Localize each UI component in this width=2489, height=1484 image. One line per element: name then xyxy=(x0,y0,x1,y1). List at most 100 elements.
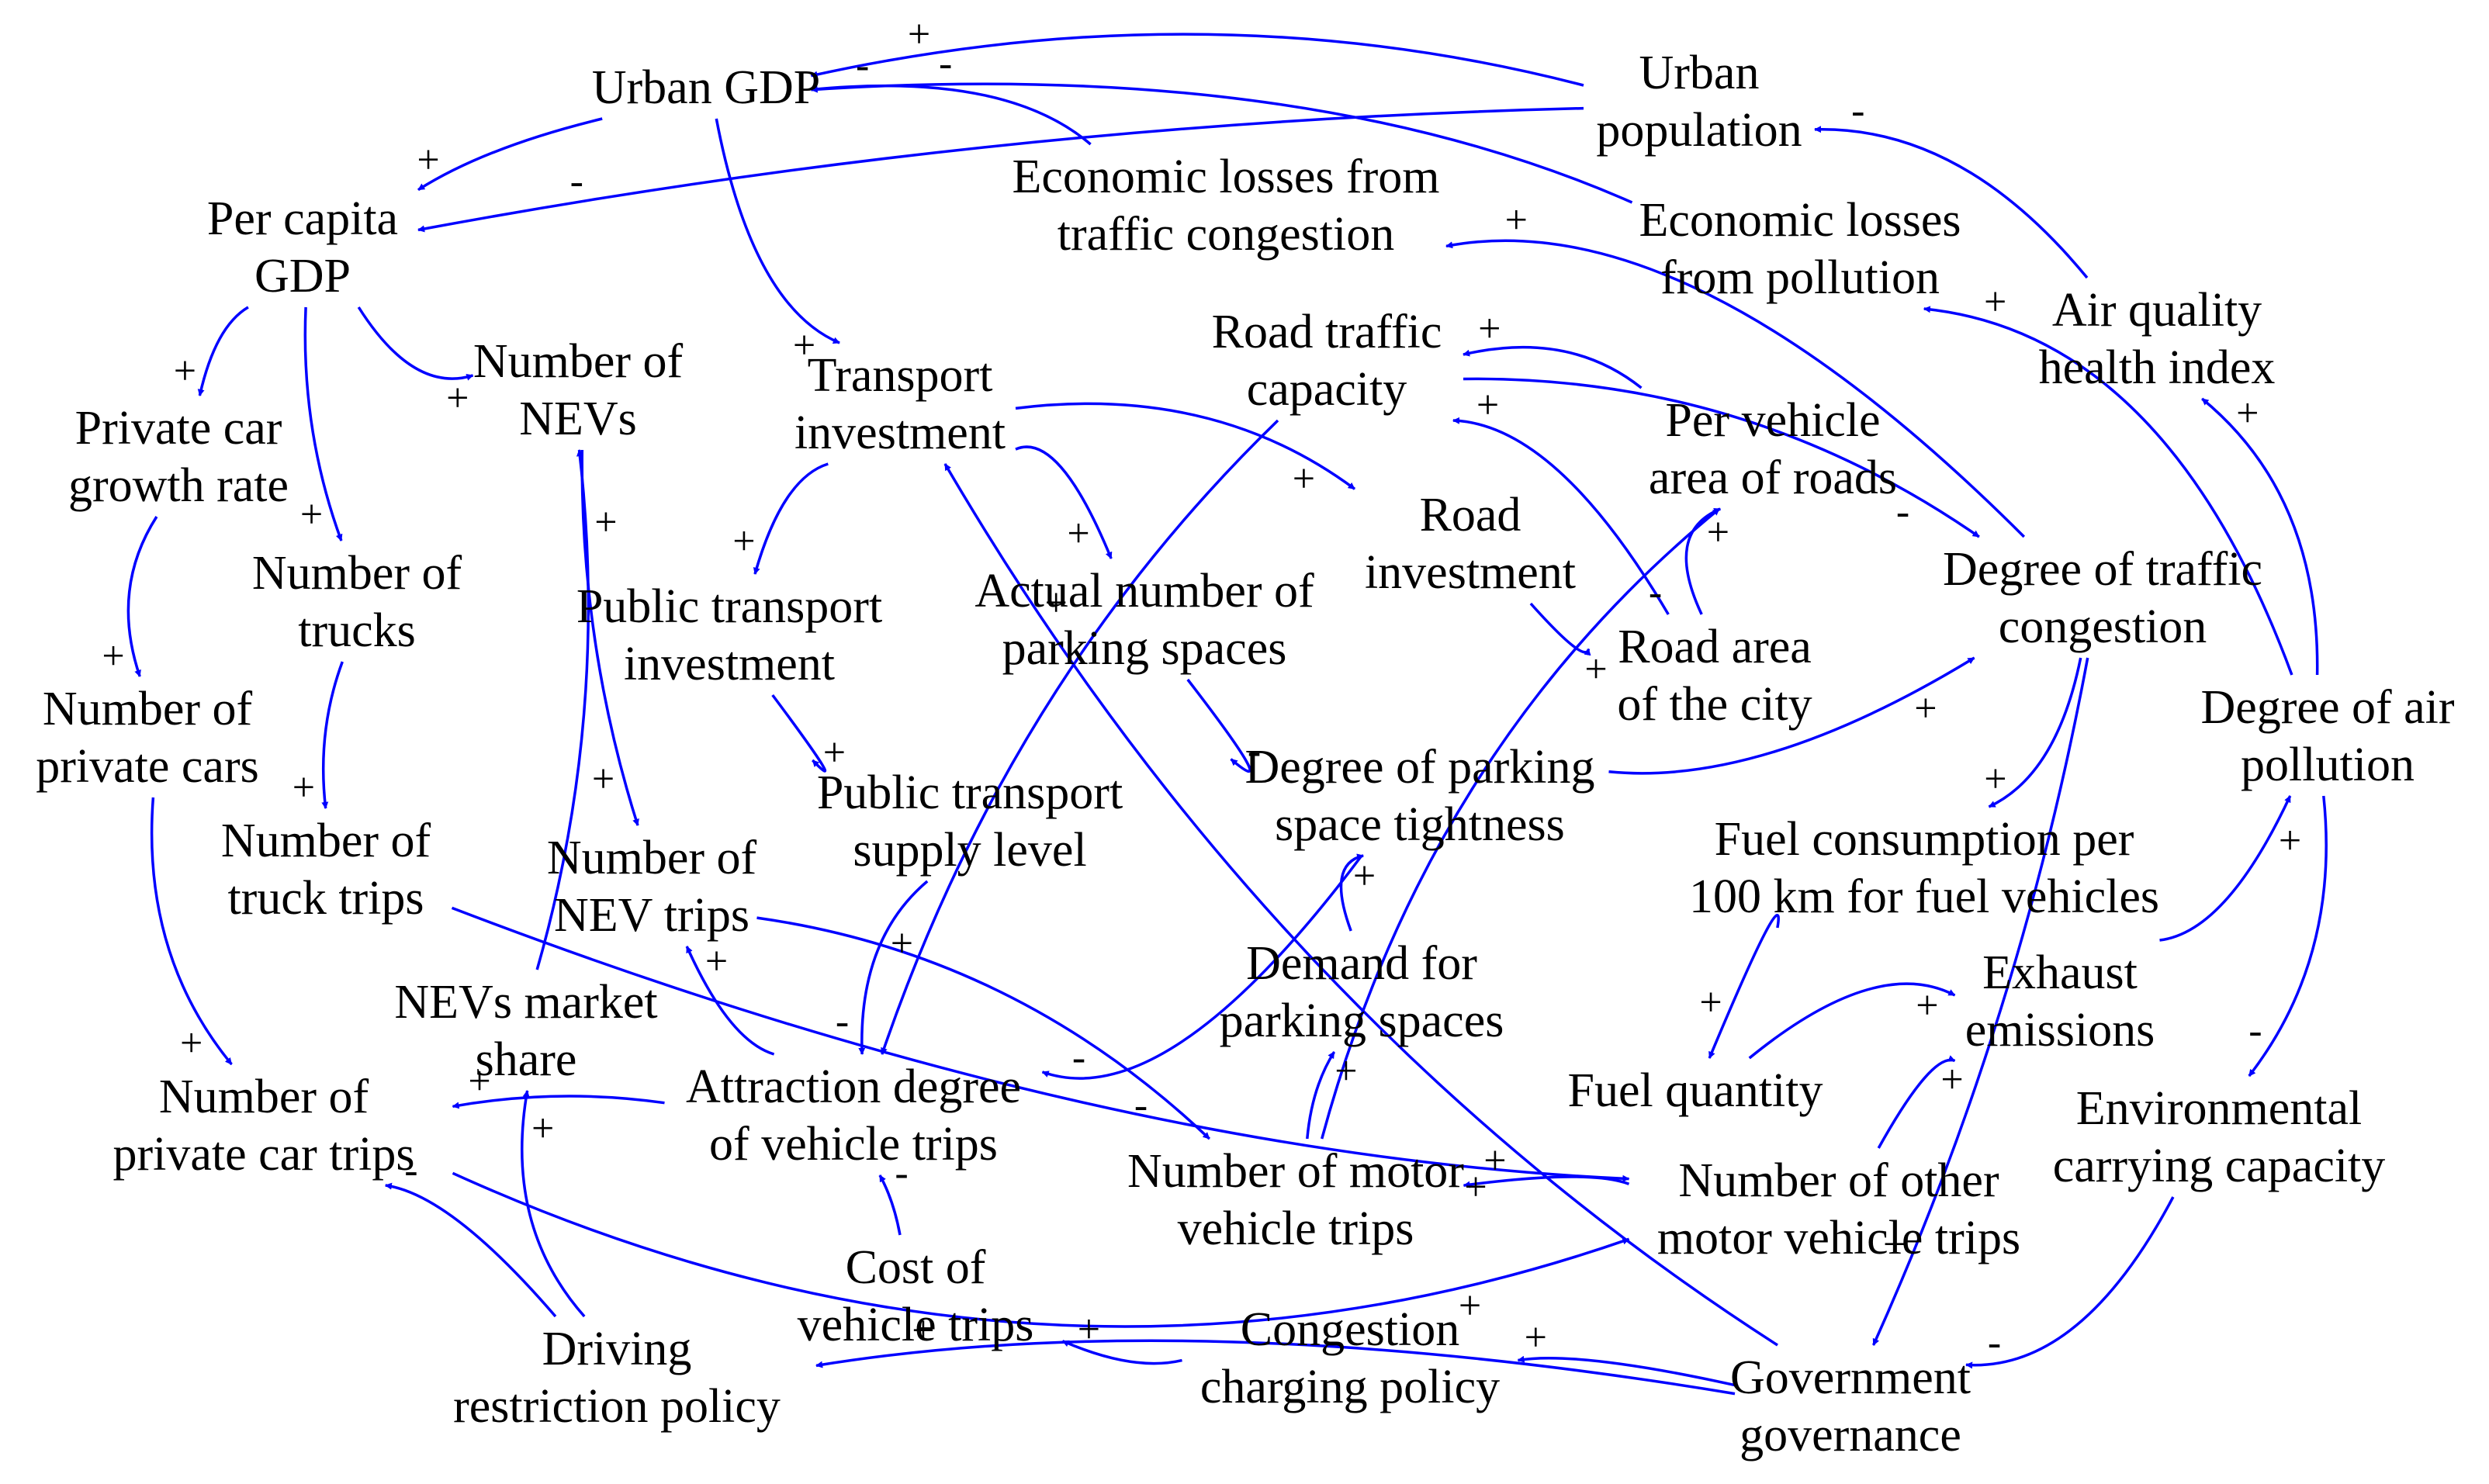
polarity-sign: + xyxy=(1293,457,1315,501)
link-nev-trips-to-motor-trips xyxy=(756,916,1211,1140)
polarity-sign: + xyxy=(174,349,196,393)
link-air-pollution-to-env-capacity xyxy=(2248,795,2328,1078)
node-label-line: Number of motor xyxy=(1127,1145,1464,1198)
node-label-line: Driving xyxy=(542,1323,692,1375)
node-label-line: of the city xyxy=(1617,678,1812,731)
link-public-transport-inv-to-pt-supply xyxy=(771,694,827,773)
node-label-line: Attraction degree xyxy=(686,1060,1021,1113)
link-trucks-to-truck-trips xyxy=(321,661,344,809)
polarity-sign: + xyxy=(300,493,323,537)
polarity-sign: + xyxy=(2279,818,2301,863)
node-label-line: space tightness xyxy=(1275,798,1565,851)
node-label-line: NEV trips xyxy=(554,889,749,942)
polarity-sign: - xyxy=(1248,729,1261,773)
polarity-sign: + xyxy=(1883,1223,1906,1267)
node-label-line: Number of xyxy=(252,547,462,600)
polarity-sign: - xyxy=(895,1151,908,1195)
link-nev-share-to-number-nevs xyxy=(535,449,590,970)
node-label-line: population xyxy=(1596,104,1802,157)
node-label-line: Per vehicle xyxy=(1665,394,1880,447)
polarity-sign: + xyxy=(1045,581,1068,625)
node-label-line: Number of other xyxy=(1678,1154,1999,1207)
node-label-line: parking spaces xyxy=(1002,622,1287,675)
polarity-sign: - xyxy=(2248,1009,2262,1053)
node-label-line: Exhaust xyxy=(1982,946,2138,999)
link-urban-gdp-to-per-capita-gdp xyxy=(417,117,603,192)
polarity-sign: + xyxy=(1476,383,1499,427)
polarity-sign: - xyxy=(856,43,869,88)
node-label-line: trucks xyxy=(298,604,416,657)
link-parking-demand-to-parking-tightness xyxy=(1339,853,1364,932)
link-governance-to-transport-investment xyxy=(943,463,1778,1347)
node-label-line: Transport xyxy=(808,349,993,402)
polarity-sign: + xyxy=(468,1060,490,1104)
node-label-line: charging policy xyxy=(1200,1361,1500,1413)
polarity-sign: + xyxy=(1984,280,2006,324)
polarity-sign: + xyxy=(1707,510,1729,555)
node-label-line: Air quality xyxy=(2052,284,2262,337)
polarity-sign: - xyxy=(1851,89,1864,133)
node-label-line: Economic losses xyxy=(1639,194,1961,247)
polarity-sign: - xyxy=(1649,571,1662,615)
link-parking-spaces-to-parking-tightness xyxy=(1186,678,1251,773)
node-label-line: supply level xyxy=(853,824,1086,877)
node-label-line: Number of xyxy=(473,335,684,388)
link-fuel-quantity-to-exhaust xyxy=(1748,982,1956,1060)
link-road-capacity-to-congestion xyxy=(1463,377,1980,538)
polarity-sign: + xyxy=(1984,757,2006,801)
node-label-line: Environmental xyxy=(2076,1082,2362,1135)
polarity-sign: + xyxy=(1584,647,1607,691)
link-governance-to-driving-restriction xyxy=(815,1339,1736,1396)
link-cost-trips-to-attraction xyxy=(878,1174,902,1236)
polarity-sign: - xyxy=(1896,489,1909,534)
polarity-sign: + xyxy=(594,500,617,545)
node-label-line: Government xyxy=(1730,1351,1971,1404)
link-air-quality-to-urban-population xyxy=(1814,126,2089,279)
node-label-line: Urban xyxy=(1639,47,1760,99)
link-motor-trips-to-per-vehicle-area xyxy=(1321,507,1721,1140)
polarity-sign: - xyxy=(1988,1321,2001,1365)
link-congestion-to-fuel-per-100km xyxy=(1988,657,2082,808)
node-label-line: vehicle trips xyxy=(798,1299,1034,1351)
link-pt-supply-to-attraction xyxy=(858,880,929,1055)
link-congestion-charging-to-cost-trips xyxy=(1061,1340,1182,1365)
node-label-line: parking spaces xyxy=(1220,995,1504,1047)
node-label-line: congestion xyxy=(1999,600,2207,653)
polarity-sign: + xyxy=(1483,1139,1506,1183)
link-road-capacity-to-attraction xyxy=(881,419,1279,1055)
node-label-line: private car trips xyxy=(113,1128,414,1181)
node-label-line: health index xyxy=(2039,341,2276,394)
polarity-sign: + xyxy=(531,1106,554,1150)
node-label-line: Number of xyxy=(547,832,757,884)
link-private-cars-to-private-car-trips xyxy=(150,797,233,1066)
polarity-sign: + xyxy=(2236,391,2259,435)
polarity-sign: - xyxy=(570,159,583,203)
